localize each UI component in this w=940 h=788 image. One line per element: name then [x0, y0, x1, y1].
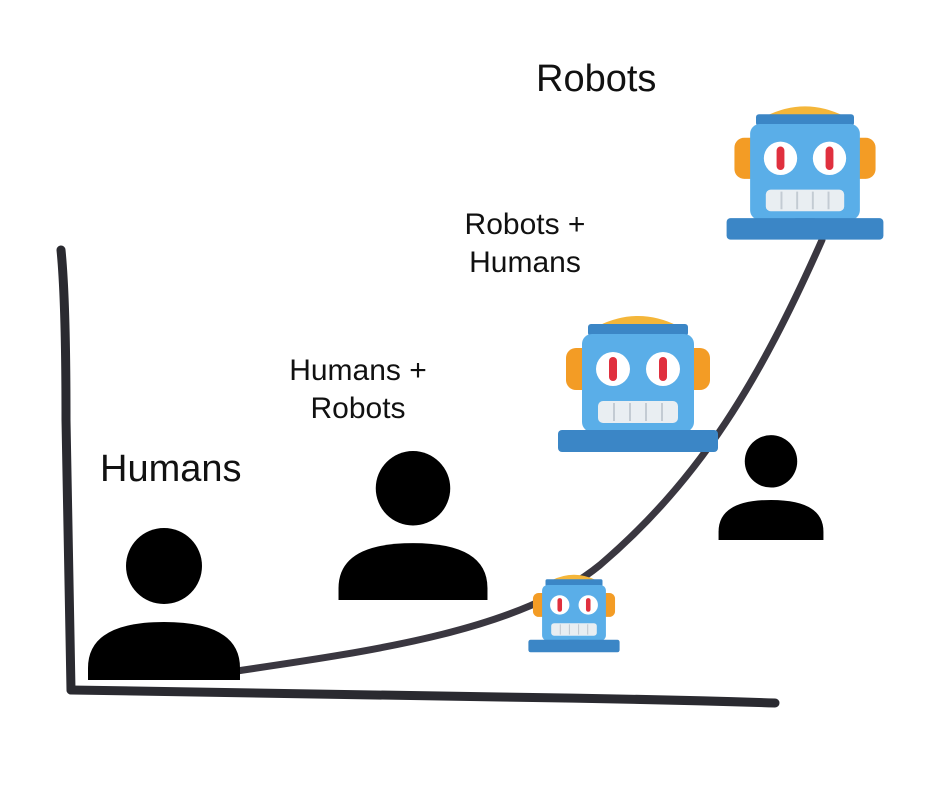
label-line: Robots + — [464, 208, 586, 241]
label-robots-text: Robots — [536, 58, 657, 100]
growth-curve — [226, 236, 826, 676]
label-humans-text: Humans — [100, 448, 242, 490]
robot-icon — [527, 574, 621, 653]
label-humans-plus-robots: Humans + Robots — [268, 352, 448, 427]
robot-icon — [725, 105, 885, 241]
person-icon — [718, 435, 824, 540]
label-robots-plus-humans: Robots + Humans — [440, 206, 610, 281]
person-icon — [88, 528, 240, 680]
label-line: Humans + — [289, 354, 427, 387]
label-humans: Humans — [100, 446, 242, 494]
x-axis — [66, 685, 780, 708]
y-axis — [56, 245, 76, 695]
person-icon — [338, 451, 488, 600]
label-line: Robots — [310, 391, 406, 425]
label-robots: Robots — [536, 56, 656, 104]
label-line: Humans — [469, 245, 581, 279]
robot-icon — [557, 315, 719, 453]
